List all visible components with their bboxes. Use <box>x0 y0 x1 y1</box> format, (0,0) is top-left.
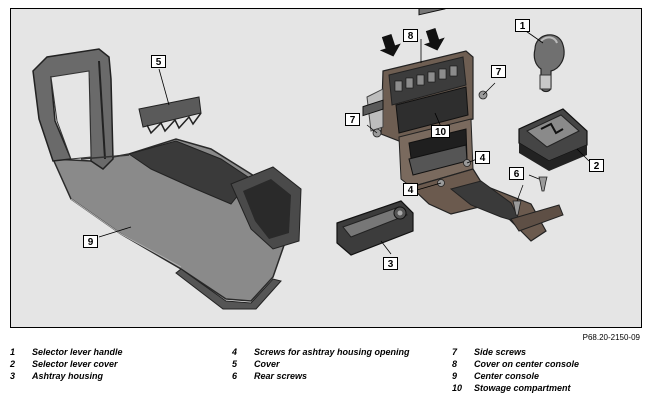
selector-lever-handle-drawing <box>533 34 565 93</box>
ashtray-housing-drawing <box>336 99 414 256</box>
callout-7-left: 7 <box>345 113 360 126</box>
callout-8: 8 <box>403 29 418 42</box>
callout-9: 9 <box>83 235 98 248</box>
callout-7-right: 7 <box>491 65 506 78</box>
exploded-diagram: 1 2 3 4 4 5 6 7 7 8 9 10 <box>10 8 642 328</box>
callout-10: 10 <box>431 125 450 138</box>
diagram-drawing <box>32 9 590 310</box>
callout-4-lower: 4 <box>403 183 418 196</box>
figure-reference: P68.20-2150-09 <box>582 333 640 342</box>
cover-part-drawing <box>138 68 202 135</box>
callout-2: 2 <box>589 159 604 172</box>
callout-4-upper: 4 <box>475 151 490 164</box>
center-console-drawing <box>32 48 302 310</box>
callout-1: 1 <box>515 19 530 32</box>
screws-drawing <box>366 82 548 216</box>
selector-lever-cover-drawing <box>518 108 588 171</box>
callout-3: 3 <box>383 257 398 270</box>
console-cover-drawing <box>366 9 564 242</box>
callout-5: 5 <box>151 55 166 68</box>
callout-6: 6 <box>509 167 524 180</box>
